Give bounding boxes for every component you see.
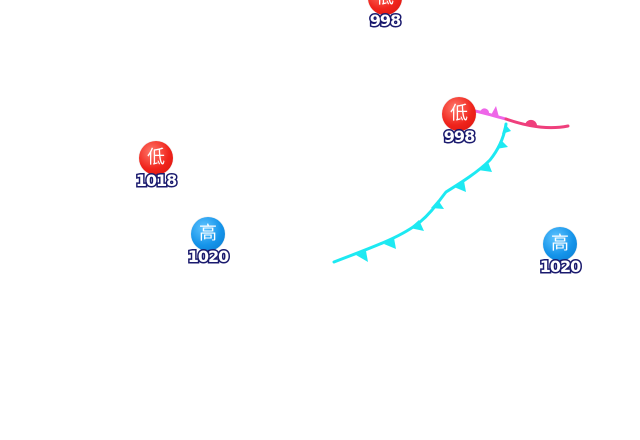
cold-front-line [332,122,508,264]
cold-front-barb [384,238,396,249]
pressure-center-high[interactable]: 高 1020 [535,227,585,278]
low-pressure-badge: 低 [139,141,173,175]
pressure-center-high[interactable]: 高 1020 [183,217,233,268]
cold-front-barb [454,181,466,192]
cold-front-barb [502,124,511,134]
cold-front[interactable] [332,122,511,264]
pressure-value: 1018 [134,170,179,192]
warm-front[interactable] [504,117,570,130]
high-pressure-badge: 高 [543,227,577,261]
pressure-value: 998 [368,10,402,32]
pressure-value: 998 [442,126,476,148]
high-pressure-badge: 高 [191,217,225,251]
low-pressure-badge: 低 [368,0,402,15]
cold-front-barb [431,200,444,209]
cold-front-barb [496,140,508,149]
warm-front-semicircle [525,119,538,127]
pressure-center-low[interactable]: 低 1018 [131,141,181,192]
cold-front-barb [478,162,492,172]
pressure-center-low[interactable]: 低 998 [360,0,410,32]
low-pressure-badge: 低 [442,97,476,131]
pressure-center-low[interactable]: 低 998 [434,97,484,148]
pressure-value: 1020 [538,256,583,278]
cold-front-barb [410,220,424,231]
pressure-value: 1020 [186,246,231,268]
occluded-front-barb [491,106,499,117]
occluded-front-semicircle [480,108,490,114]
cold-front-barb [356,251,368,262]
